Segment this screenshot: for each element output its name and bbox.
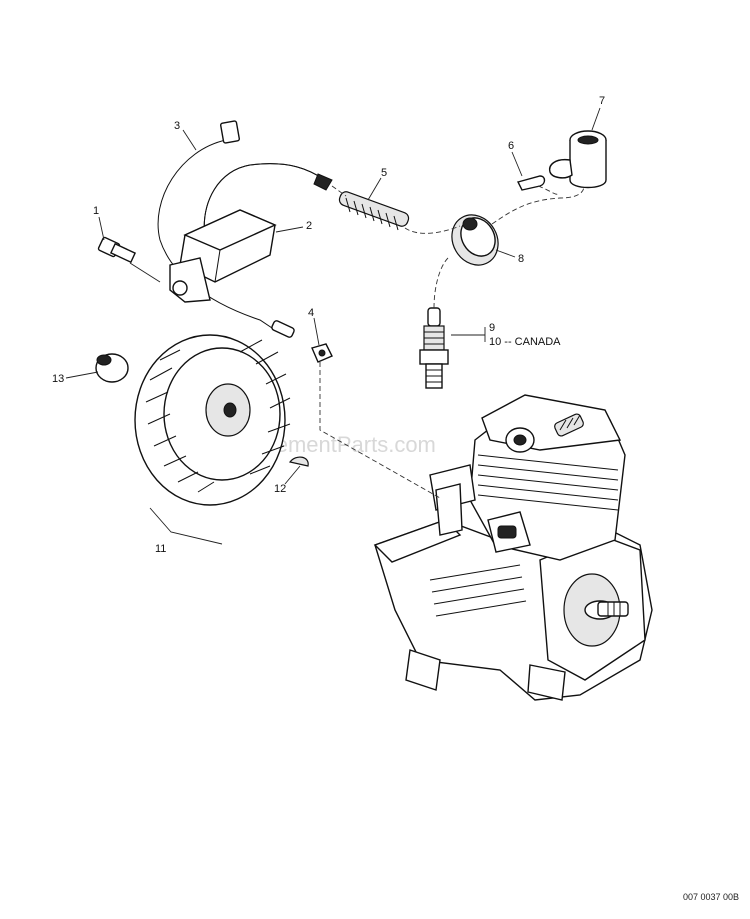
callout-13: 13 bbox=[52, 373, 64, 385]
callout-10: 10 -- CANADA bbox=[489, 336, 561, 348]
callout-3: 3 bbox=[174, 120, 180, 132]
callout-11: 11 bbox=[155, 543, 166, 555]
callout-7: 7 bbox=[599, 95, 605, 107]
part-grommet[interactable] bbox=[443, 206, 507, 273]
part-spark-plug-boot[interactable] bbox=[548, 130, 607, 189]
callout-5: 5 bbox=[381, 167, 387, 179]
part-spring[interactable] bbox=[338, 190, 410, 231]
part-bolt[interactable] bbox=[97, 236, 137, 264]
callout-2: 2 bbox=[306, 220, 312, 232]
part-flywheel[interactable] bbox=[134, 334, 291, 506]
leader-lines bbox=[65, 107, 601, 545]
callout-8: 8 bbox=[518, 253, 524, 265]
part-ignition-wire[interactable] bbox=[157, 120, 295, 338]
callout-6: 6 bbox=[508, 140, 514, 152]
diagram-code: 007 0037 00B bbox=[683, 892, 739, 902]
part-nut[interactable] bbox=[311, 343, 333, 363]
engine-block bbox=[373, 394, 653, 701]
part-ignition-coil[interactable] bbox=[169, 163, 333, 303]
callout-1: 1 bbox=[93, 205, 99, 217]
callout-labels: 1 2 3 4 5 6 7 8 9 10 -- CANADA 11 12 13 bbox=[52, 95, 605, 555]
callout-12: 12 bbox=[274, 483, 286, 495]
part-spark-plug[interactable] bbox=[419, 307, 449, 389]
part-flywheel-key[interactable] bbox=[288, 456, 309, 467]
callout-9: 9 bbox=[489, 322, 495, 334]
cylinder-fins bbox=[477, 454, 619, 511]
callout-4: 4 bbox=[308, 307, 314, 319]
part-flywheel-nut[interactable] bbox=[95, 353, 129, 383]
part-clip[interactable] bbox=[516, 175, 546, 191]
